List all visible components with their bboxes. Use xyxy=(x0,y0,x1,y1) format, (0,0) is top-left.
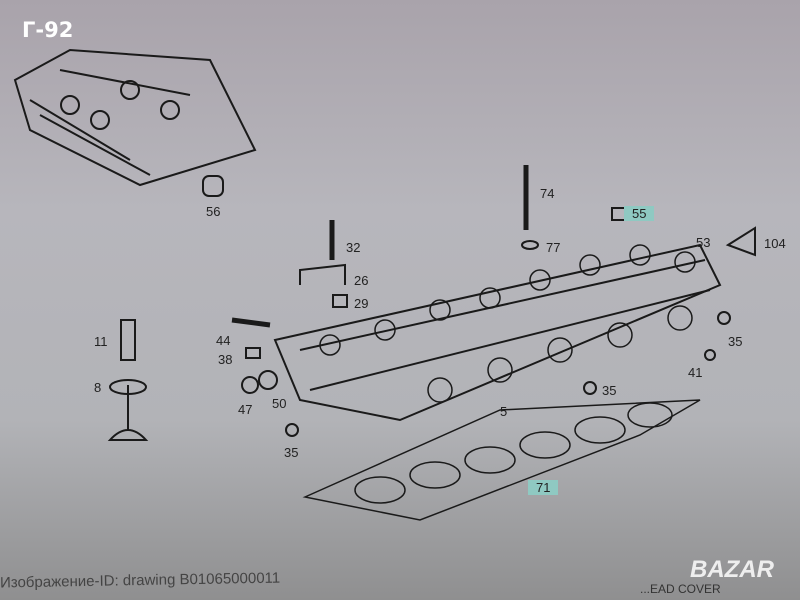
part-35-a xyxy=(285,423,299,437)
listing-tag: Г-92 xyxy=(22,18,74,42)
callout-53: 53 xyxy=(696,235,711,250)
part-38 xyxy=(245,347,261,359)
part-77-washer xyxy=(521,240,539,250)
part-35-c xyxy=(717,311,731,325)
part-41 xyxy=(704,349,716,361)
watermark-logo: BAZAR xyxy=(690,556,774,583)
callout-26: 26 xyxy=(354,273,369,288)
part-56 xyxy=(202,175,224,197)
part-26-cap xyxy=(299,263,346,285)
callout-56: 56 xyxy=(206,204,221,219)
callout-35-a: 35 xyxy=(284,445,299,460)
callout-38: 38 xyxy=(218,352,233,367)
callout-35-b: 35 xyxy=(602,383,617,398)
part-35-b xyxy=(583,381,597,395)
callout-47: 47 xyxy=(238,402,253,417)
part-29 xyxy=(332,294,348,308)
valve xyxy=(107,385,149,441)
part-50 xyxy=(258,370,278,390)
callout-55: 55 xyxy=(624,206,655,221)
head-gasket xyxy=(302,399,701,521)
callout-77: 77 xyxy=(546,240,561,255)
callout-11: 11 xyxy=(94,334,108,349)
callout-44: 44 xyxy=(216,333,231,348)
inset-head-sketch xyxy=(13,48,257,187)
part-11-guide xyxy=(120,319,136,361)
callout-41: 41 xyxy=(688,365,703,380)
callout-32: 32 xyxy=(346,240,361,255)
callout-71: 71 xyxy=(528,480,559,495)
part-47 xyxy=(241,376,259,394)
callout-35-c: 35 xyxy=(728,334,743,349)
callout-8: 8 xyxy=(94,380,102,395)
callout-104: 104 xyxy=(764,236,786,251)
callout-5: 5 xyxy=(500,404,508,419)
callout-50: 50 xyxy=(272,396,287,411)
main-head xyxy=(273,243,722,422)
callout-29: 29 xyxy=(354,296,369,311)
part-104 xyxy=(725,226,756,257)
part-44-stud xyxy=(231,317,271,328)
footer-right-text: ...EAD COVER xyxy=(640,582,721,596)
callout-74: 74 xyxy=(540,186,555,201)
